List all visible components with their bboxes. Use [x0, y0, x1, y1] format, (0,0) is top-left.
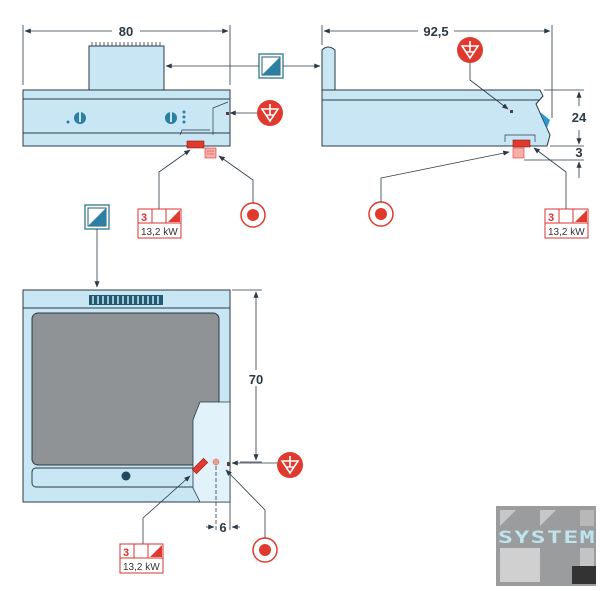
depth-dimension-label: 92,5: [423, 24, 448, 39]
svg-text:70: 70: [249, 372, 263, 387]
water-connection-icon: [84, 204, 110, 230]
water-connection-icon: [258, 53, 284, 79]
width-dimension-label: 80: [119, 24, 133, 39]
top-view: 70 6 3 13,2 kW: [22, 289, 304, 574]
griddle-plate: [31, 312, 220, 466]
equipotential-icon: [256, 99, 284, 127]
system-logo: SYSTEM: [496, 506, 596, 586]
electrical-connection-icon: [252, 537, 278, 563]
svg-text:3: 3: [548, 212, 554, 224]
svg-text:3: 3: [575, 145, 582, 160]
side-view: 92,5 24 3 3 13,2 kW: [321, 22, 589, 239]
front-view: 80 3 13,2 kW: [22, 22, 321, 288]
flue: [88, 45, 165, 91]
power-label: 3 13,2 kW: [137, 208, 182, 239]
svg-text:3: 3: [123, 547, 129, 559]
svg-text:6: 6: [219, 520, 226, 535]
svg-text:3: 3: [141, 212, 147, 224]
equipotential-icon: [456, 36, 484, 64]
svg-text:13,2 kW: 13,2 kW: [123, 562, 160, 573]
svg-text:13,2 kW: 13,2 kW: [548, 227, 585, 238]
svg-text:13,2 kW: 13,2 kW: [141, 227, 178, 238]
svg-text:24: 24: [572, 110, 587, 125]
power-label: 3 13,2 kW: [119, 543, 164, 574]
svg-text:SYSTEM: SYSTEM: [498, 528, 596, 548]
power-label: 3 13,2 kW: [544, 208, 589, 239]
electrical-connection-icon: [240, 202, 266, 228]
equipotential-icon: [276, 451, 304, 479]
electrical-connection-icon: [368, 201, 394, 227]
